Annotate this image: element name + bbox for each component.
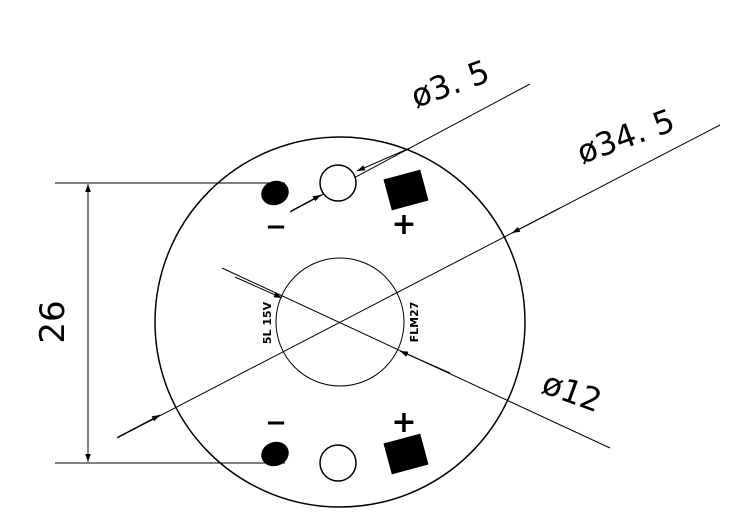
bottom-negative-pad — [261, 441, 289, 467]
top-negative-sign: − — [265, 212, 287, 242]
outer-diameter-leader — [116, 124, 721, 439]
bottom-mounting-hole — [319, 444, 357, 482]
inner-center-circle — [275, 257, 405, 387]
top-positive-pad — [383, 169, 429, 211]
top-positive-sign: + — [391, 207, 416, 242]
outer-diameter-arrow-left — [117, 414, 161, 438]
bottom-negative-sign: − — [265, 408, 287, 438]
pad-spacing-dimension: 26 — [33, 300, 73, 343]
bottom-positive-sign: + — [391, 405, 416, 440]
board-label-right: FLM27 — [408, 302, 421, 343]
outer-diameter-arrow-right — [511, 207, 561, 234]
inner-diameter-arrow-b — [399, 350, 451, 374]
top-negative-pad — [261, 180, 289, 206]
board-label-left: 5L 15V — [261, 301, 274, 344]
outer-diameter-dimension: ø34. 5 — [572, 101, 680, 171]
hole-diameter-dimension: ø3. 5 — [406, 52, 495, 115]
outer-board-circle — [154, 136, 526, 508]
top-mounting-hole — [319, 164, 357, 202]
inner-diameter-arrow-a — [234, 276, 283, 299]
bottom-positive-pad — [383, 433, 429, 475]
hole-diameter-arrow-left — [290, 194, 322, 212]
inner-diameter-dimension: ø12 — [537, 364, 607, 420]
hole-diameter-arrow-right — [356, 147, 411, 172]
